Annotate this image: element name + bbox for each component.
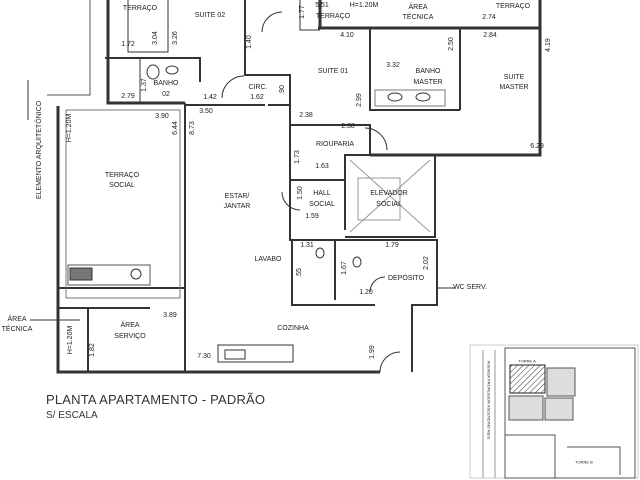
site-label: TORRE A — [518, 358, 536, 364]
dimension: 1.59 — [305, 213, 319, 220]
room-label: ESTAR/ — [224, 193, 250, 200]
dimension: 2.79 — [121, 93, 135, 100]
room-label: SUITE — [503, 74, 525, 81]
dimension: 3.32 — [386, 62, 400, 69]
dimension: 2.99 — [356, 93, 363, 107]
dimension: H=1.20M — [67, 325, 74, 355]
element-label: ELEMENTO ARQUITETÔNICO — [36, 100, 43, 200]
plan-subtitle: S/ ESCALA — [46, 410, 98, 421]
dimension: 1.79 — [385, 242, 399, 249]
room-label: BANHO — [415, 68, 441, 75]
room-label: JANTAR — [223, 203, 251, 210]
dimension: 4.19 — [545, 38, 552, 52]
room-label: ÁREA — [120, 322, 140, 329]
dimension: 3.90 — [155, 113, 169, 120]
site-plan — [469, 344, 639, 479]
dimension: 6.29 — [530, 143, 544, 150]
room-label: TÉCNICA — [402, 14, 434, 21]
site-label: TORRE B — [575, 459, 593, 465]
room-label: CIRC. — [248, 84, 268, 91]
dimension: 1.63 — [315, 163, 329, 170]
room-label: TERRAÇO — [104, 172, 140, 179]
dimension: 1.67 — [341, 261, 348, 275]
room-label: SOCIAL — [109, 182, 135, 189]
room-label: WC SERV. — [453, 284, 487, 291]
room-label: HALL — [313, 190, 331, 197]
dimension: 2.74 — [482, 14, 496, 21]
room-label: ÁREA — [7, 316, 27, 323]
plan-title: PLANTA APARTAMENTO - PADRÃO — [46, 392, 266, 407]
room-label: SOCIAL — [376, 201, 402, 208]
dimension: 2.02 — [423, 256, 430, 270]
dimension: 1.72 — [121, 41, 135, 48]
dimension: 1.50 — [297, 186, 304, 200]
dimension: 8.73 — [189, 121, 196, 135]
dimension: 1.42 — [203, 94, 217, 101]
dimension: 1.40 — [246, 35, 253, 49]
dimension: 1.20 — [359, 289, 373, 296]
dimension: 2.84 — [483, 32, 497, 39]
room-label: TERRAÇO — [122, 5, 158, 12]
dimension: 1.73 — [294, 150, 301, 164]
room-label: ELEVADOR — [370, 190, 408, 197]
dimension: .55 — [296, 268, 303, 278]
dimension: 1.99 — [369, 345, 376, 359]
dimension: 2.38 — [341, 123, 355, 130]
room-label: TÉCNICA — [1, 326, 33, 333]
dimension: H=1.20M — [66, 113, 73, 143]
dimension: 7.30 — [197, 353, 211, 360]
dimension: 1.82 — [89, 343, 96, 357]
room-label: SUITE 01 — [317, 68, 349, 75]
room-label: MASTER — [413, 79, 443, 86]
dimension: 1.37 — [141, 78, 148, 92]
room-label: ÁREA — [408, 4, 428, 11]
dimension: 6.44 — [172, 121, 179, 135]
dimension: 3.50 — [199, 108, 213, 115]
dimension: 1.31 — [300, 242, 314, 249]
room-label: BANHO — [153, 80, 179, 87]
street-label: AVENIDA PROFESSOR ASCENDINO REIS — [486, 360, 492, 440]
room-label: LAVABO — [254, 256, 282, 263]
room-label: RIOUPARIA — [316, 141, 354, 148]
room-label: DEPÓSITO — [387, 275, 425, 282]
room-label: TERRAÇO — [315, 13, 351, 20]
dimension: 1.77 — [299, 5, 306, 19]
dimension: 2.38 — [299, 112, 313, 119]
dimension: 4.10 — [340, 32, 354, 39]
room-label: SUITE 02 — [194, 12, 226, 19]
dimension: 1.62 — [250, 94, 264, 101]
dimension: 2.50 — [448, 37, 455, 51]
room-label: TERRAÇO — [495, 3, 531, 10]
dimension: H=1.20M — [349, 2, 379, 9]
dimension: 3.04 — [152, 31, 159, 45]
dimension: 3.26 — [172, 31, 179, 45]
dimension: .90 — [279, 85, 286, 95]
room-label: COZINHA — [277, 325, 309, 332]
room-label: SERVIÇO — [114, 333, 146, 340]
room-label: MASTER — [499, 84, 529, 91]
room-label: SOCIAL — [309, 201, 335, 208]
room-label: 02 — [162, 91, 170, 98]
dimension: 5.51 — [315, 2, 329, 9]
dimension: 3.89 — [163, 312, 177, 319]
